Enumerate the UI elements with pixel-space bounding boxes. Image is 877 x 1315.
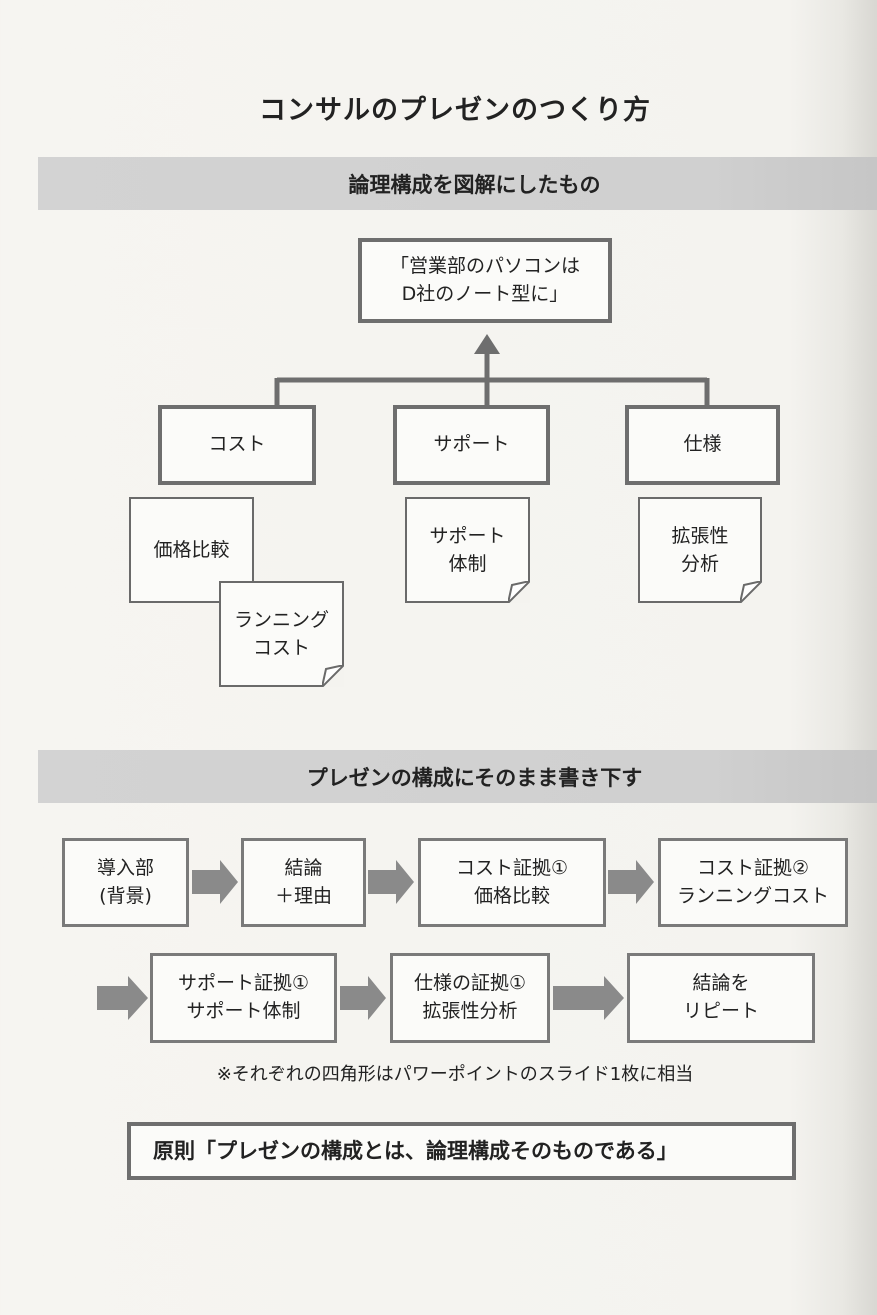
section-heading-presentation: プレゼンの構成にそのまま書き下す xyxy=(38,750,877,803)
note-extensibility: 拡張性 分析 xyxy=(638,497,762,603)
pillar-cost: コスト xyxy=(158,405,316,485)
note-price-comparison: 価格比較 xyxy=(129,497,254,603)
slide-repeat-conclusion: 結論を リピート xyxy=(627,953,815,1043)
footnote: ※それぞれの四角形はパワーポイントのスライド1枚に相当 xyxy=(216,1064,694,1085)
dog-ear-icon xyxy=(508,581,530,603)
flow-arrows xyxy=(97,860,654,1020)
note-text: 価格比較 xyxy=(153,538,230,561)
dog-ear-icon xyxy=(740,581,762,603)
dog-ear-icon xyxy=(322,665,344,687)
arrow-up-icon xyxy=(474,334,500,354)
slide-spec-evidence: 仕様の証拠① 拡張性分析 xyxy=(390,953,550,1043)
pillar-support: サポート xyxy=(393,405,550,485)
slide-conclusion: 結論 ＋理由 xyxy=(241,838,366,927)
slide-cost-evidence-2: コスト証拠② ランニングコスト xyxy=(658,838,848,927)
note-text: ランニング コスト xyxy=(233,608,329,660)
note-text: サポート 体制 xyxy=(429,524,506,576)
pillar-spec: 仕様 xyxy=(625,405,780,485)
slide-support-evidence: サポート証拠① サポート体制 xyxy=(150,953,337,1043)
page-title: コンサルのプレゼンのつくり方 xyxy=(259,95,651,126)
note-text: 拡張性 分析 xyxy=(671,524,729,576)
slide-intro: 導入部 (背景) xyxy=(62,838,189,927)
conclusion-box: 「営業部のパソコンは D社のノート型に」 xyxy=(358,238,612,323)
principle-box: 原則「プレゼンの構成とは、論理構成そのものである」 xyxy=(127,1122,796,1180)
slide-cost-evidence-1: コスト証拠① 価格比較 xyxy=(418,838,606,927)
note-support-system: サポート 体制 xyxy=(405,497,530,603)
section-heading-logic: 論理構成を図解にしたもの xyxy=(38,157,877,210)
note-running-cost: ランニング コスト xyxy=(219,581,344,687)
